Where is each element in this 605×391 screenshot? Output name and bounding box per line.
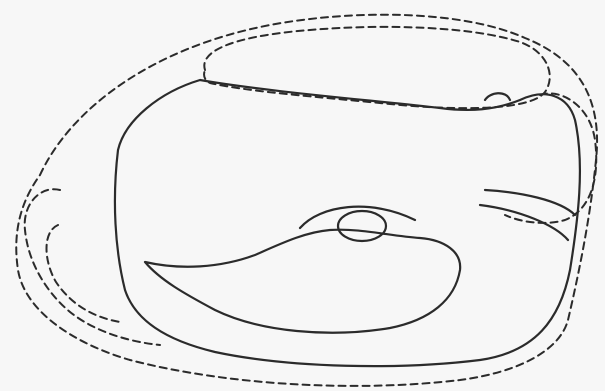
line-drawing	[0, 0, 605, 391]
figure-canvas	[0, 0, 605, 391]
